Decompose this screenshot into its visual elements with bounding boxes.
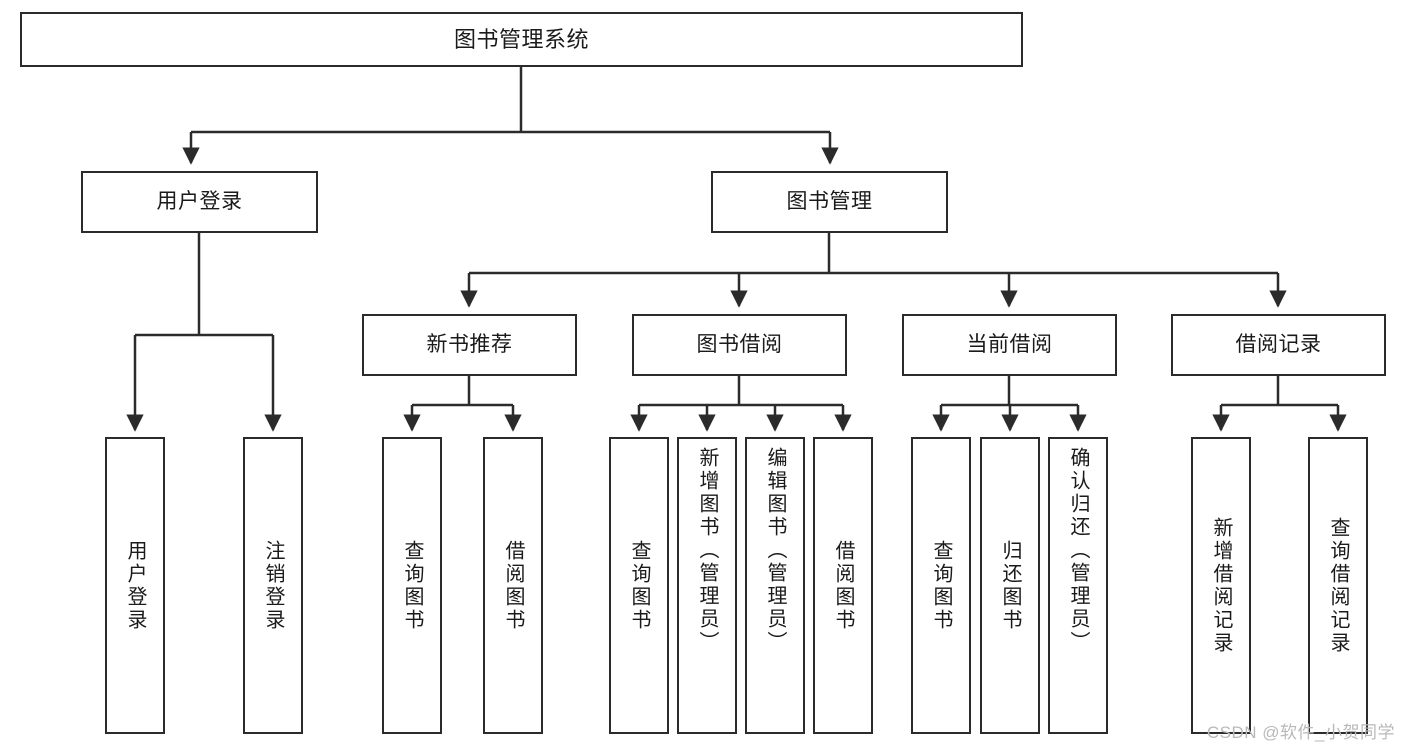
leaf-borrow-book-new[interactable]: 借阅图书: [483, 437, 543, 734]
leaf-user-logout-label: 注销登录: [262, 539, 284, 632]
leaf-borrow-book-borrow-label: 借阅图书: [832, 539, 854, 632]
leaf-return-book[interactable]: 归还图书: [980, 437, 1040, 734]
node-book-manage-label: 图书管理: [786, 189, 873, 213]
leaf-confirm-return-admin[interactable]: 确认归还（管理员）: [1048, 437, 1108, 734]
leaf-add-borrow-record[interactable]: 新增借阅记录: [1191, 437, 1251, 734]
leaf-return-book-label: 归还图书: [999, 539, 1021, 632]
leaf-query-book-current-label: 查询图书: [930, 539, 952, 632]
node-borrow-record[interactable]: 借阅记录: [1171, 314, 1386, 376]
leaf-query-book-new-label: 查询图书: [401, 539, 423, 632]
node-root-system-label: 图书管理系统: [453, 26, 589, 52]
node-new-book-recommend-label: 新书推荐: [426, 332, 513, 356]
leaf-query-borrow-record[interactable]: 查询借阅记录: [1308, 437, 1368, 734]
leaf-query-book-current[interactable]: 查询图书: [911, 437, 971, 734]
node-borrow-record-label: 借阅记录: [1235, 332, 1322, 356]
leaf-borrow-book-new-label: 借阅图书: [502, 539, 524, 632]
node-current-borrow[interactable]: 当前借阅: [902, 314, 1117, 376]
leaf-edit-book-admin[interactable]: 编辑图书（管理员）: [745, 437, 805, 734]
node-book-borrow[interactable]: 图书借阅: [632, 314, 847, 376]
leaf-query-book-borrow-label: 查询图书: [628, 539, 650, 632]
node-user-login[interactable]: 用户登录: [81, 171, 318, 233]
leaf-query-book-new[interactable]: 查询图书: [382, 437, 442, 734]
leaf-borrow-book-borrow[interactable]: 借阅图书: [813, 437, 873, 734]
node-book-manage[interactable]: 图书管理: [711, 171, 948, 233]
leaf-user-login[interactable]: 用户登录: [105, 437, 165, 734]
node-book-borrow-label: 图书借阅: [696, 332, 783, 356]
leaf-add-book-admin[interactable]: 新增图书（管理员）: [677, 437, 737, 734]
leaf-user-login-label: 用户登录: [124, 539, 146, 632]
node-user-login-label: 用户登录: [156, 189, 243, 213]
leaf-add-borrow-record-label: 新增借阅记录: [1210, 516, 1232, 655]
node-current-borrow-label: 当前借阅: [966, 332, 1053, 356]
leaf-query-borrow-record-label: 查询借阅记录: [1327, 516, 1349, 655]
leaf-add-book-admin-label: 新增图书（管理员）: [696, 447, 718, 654]
node-root-system[interactable]: 图书管理系统: [20, 12, 1023, 67]
leaf-confirm-return-admin-label: 确认归还（管理员）: [1067, 447, 1089, 654]
leaf-user-logout[interactable]: 注销登录: [243, 437, 303, 734]
leaf-edit-book-admin-label: 编辑图书（管理员）: [764, 447, 786, 654]
node-new-book-recommend[interactable]: 新书推荐: [362, 314, 577, 376]
leaf-query-book-borrow[interactable]: 查询图书: [609, 437, 669, 734]
